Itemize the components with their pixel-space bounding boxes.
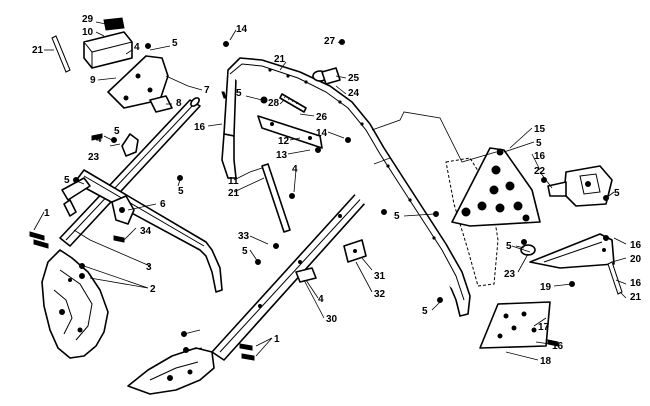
- callout-label: 14: [236, 24, 248, 35]
- callout-label: 5: [506, 241, 512, 252]
- callout-label: 32: [374, 289, 386, 300]
- callout-label: 5: [614, 188, 620, 199]
- leader-lines: [33, 21, 627, 361]
- callout-label: 25: [348, 73, 360, 84]
- plate-17: [479, 301, 551, 349]
- callout-label: 15: [534, 124, 546, 135]
- callout-label: 17: [538, 322, 550, 333]
- callout-label: 30: [326, 314, 338, 325]
- grommet-8: [149, 95, 173, 113]
- washer-23-right: [520, 244, 536, 256]
- callout-label: 18: [540, 356, 552, 367]
- callout-label: 12: [278, 136, 290, 147]
- callout-label: 16: [194, 122, 206, 133]
- callout-label: 11: [228, 176, 239, 187]
- callout-label: 3: [146, 262, 152, 273]
- frame-foot-bottom: [127, 347, 215, 395]
- callout-label: 10: [82, 27, 94, 38]
- callout-label: 8: [176, 98, 182, 109]
- callout-label: 5: [172, 38, 178, 49]
- arch-left-leg: [221, 133, 237, 179]
- frame-casting-left: [41, 249, 109, 359]
- callout-label: 5: [242, 246, 248, 257]
- callout-label: 14: [316, 128, 328, 139]
- callout-label: 29: [82, 14, 94, 25]
- washer-23-upper: [121, 133, 139, 157]
- callout-label: 28: [268, 98, 280, 109]
- diagonal-tube: [59, 97, 201, 247]
- callout-label: 33: [238, 231, 250, 242]
- callout-label: 16: [552, 341, 564, 352]
- callout-label: 1: [44, 208, 50, 219]
- actuator-22: [547, 165, 613, 207]
- clamp-31: [343, 239, 367, 263]
- callout-label: 5: [64, 175, 70, 186]
- callout-label: 20: [630, 254, 642, 265]
- callout-label: 16: [534, 151, 546, 162]
- callout-label: 5: [422, 306, 428, 317]
- bolt-28: [279, 93, 307, 113]
- callout-label: 4: [96, 134, 102, 145]
- callout-label: 34: [140, 226, 152, 237]
- callout-label: 7: [204, 85, 210, 96]
- callout-label: 5: [536, 138, 542, 149]
- bent-tube: [77, 169, 223, 293]
- perforated-bracket-15: [451, 147, 541, 227]
- rod-11: [261, 163, 291, 233]
- bolt-21-left: [51, 35, 71, 73]
- callout-label: 24: [348, 88, 360, 99]
- callout-label: 1: [274, 334, 280, 345]
- callout-label: 5: [394, 211, 400, 222]
- callout-label: 6: [160, 199, 166, 210]
- callout-label: 4: [292, 164, 298, 175]
- callout-label: 26: [316, 112, 328, 123]
- callout-label: 13: [276, 150, 288, 161]
- electrical-box-10: [83, 17, 133, 69]
- callout-label: 21: [630, 292, 642, 303]
- callout-label: 22: [534, 166, 546, 177]
- callout-label: 23: [504, 269, 516, 280]
- callout-label: 21: [32, 45, 44, 56]
- callout-label: 27: [324, 36, 336, 47]
- callout-label: 21: [274, 54, 286, 65]
- switch-25: [312, 67, 341, 85]
- callout-label: 16: [630, 240, 642, 251]
- callout-label: 2: [150, 284, 156, 295]
- triangle-bracket-20: [529, 233, 615, 269]
- bolt-21-right: [607, 261, 623, 295]
- callout-label: 5: [178, 186, 184, 197]
- callout-label: 23: [88, 152, 100, 163]
- callout-labels: 29 10 21 4 5 7 9 8 14 27 21 25 24 5 28 2…: [32, 14, 642, 367]
- callout-label: 9: [90, 75, 96, 86]
- callout-label: 31: [374, 271, 386, 282]
- callout-label: 16: [630, 278, 642, 289]
- callout-label: 5: [114, 126, 120, 137]
- bracket-12: [257, 115, 323, 149]
- plate-7: [107, 55, 169, 109]
- callout-label: 21: [228, 188, 240, 199]
- callout-label: 4: [134, 42, 140, 53]
- callout-label: 5: [236, 88, 242, 99]
- clip-30: [295, 267, 317, 283]
- callout-label: 4: [318, 294, 324, 305]
- main-arch-frame: [223, 57, 471, 317]
- callout-label: 19: [540, 282, 552, 293]
